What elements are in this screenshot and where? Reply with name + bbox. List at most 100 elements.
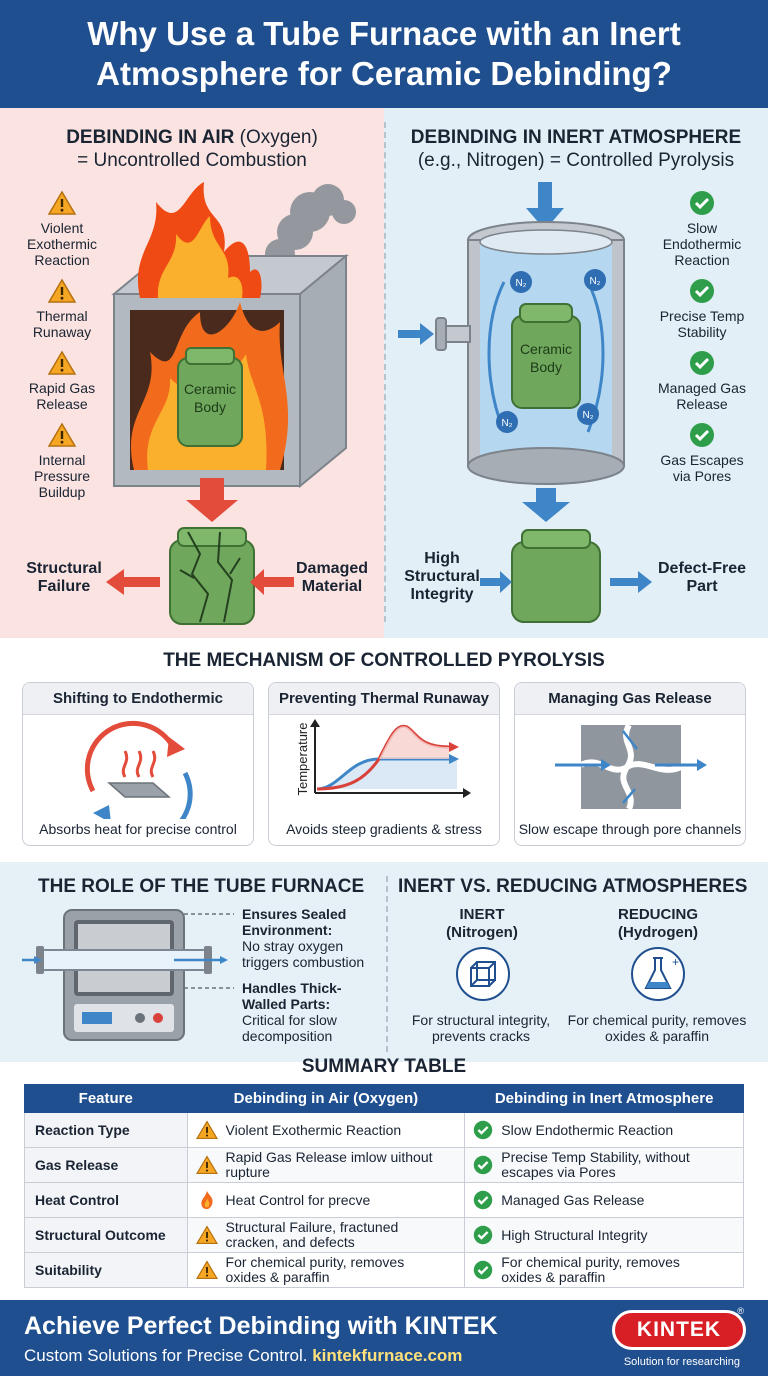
air-outcome-right: Damaged Material	[295, 560, 369, 595]
air-cell: For chemical purity, removes oxides & pa…	[186, 1252, 466, 1288]
summary-title: SUMMARY TABLE	[301, 1056, 467, 1077]
air-panel: DEBINDING IN AIR (Oxygen) = Uncontrolled…	[0, 108, 384, 638]
arrow-right-icon	[398, 323, 434, 345]
heat-absorb-icon	[84, 720, 193, 819]
n2-molecule-icon	[496, 269, 606, 433]
arrow-left-icon	[250, 569, 294, 595]
card-caption: Slow escape through pore channels	[518, 821, 742, 837]
svg-text:+: +	[672, 955, 679, 969]
header-banner: Why Use a Tube Furnace with an Inert Atm…	[0, 0, 768, 108]
check-circle-icon	[690, 191, 714, 215]
registered-mark: ®	[737, 1306, 744, 1316]
column-header: Debinding in Inert Atmosphere	[464, 1084, 744, 1113]
warning-icon	[48, 350, 76, 375]
check-circle-icon	[474, 1225, 493, 1245]
air-body-label-2: Body	[194, 399, 226, 415]
website-link[interactable]: kintekfurnace.com	[312, 1346, 463, 1365]
ceramic-body-icon	[177, 347, 243, 447]
arrow-right-icon	[480, 571, 512, 593]
card-title: Preventing Thermal Runaway	[269, 683, 499, 715]
arrow-down-icon	[526, 182, 564, 230]
arrow-down-icon	[186, 478, 238, 522]
feature-cell: Reaction Type	[24, 1112, 188, 1148]
inert-atmosphere-desc: For structural integrity, prevents crack…	[411, 1012, 551, 1044]
tube-furnace-title: THE ROLE OF THE TUBE FURNACE	[38, 876, 365, 897]
air-cell: Structural Failure, fractuned cracken, a…	[186, 1217, 466, 1253]
warning-icon	[195, 1155, 218, 1175]
inert-title-main: DEBINDING IN INERT ATMOSPHERE	[410, 127, 742, 148]
furnace-atmosphere-section: THE ROLE OF THE TUBE FURNACE Ensures Sea…	[0, 862, 768, 1062]
inert-benefit-item: Precise Temp Stability	[652, 278, 752, 340]
inert-cell: Managed Gas Release	[464, 1182, 744, 1218]
check-circle-icon	[690, 351, 714, 375]
inert-title-rest: = Controlled Pyrolysis	[549, 150, 735, 171]
inert-benefit-list: Slow Endothermic Reaction Precise Temp S…	[652, 190, 752, 494]
inert-outcome-left: High Structural Integrity	[404, 550, 480, 603]
logo-tagline: Solution for researching	[623, 1356, 740, 1368]
furnace-note-thick-walled: Handles Thick-Walled Parts: Critical for…	[242, 980, 342, 1044]
card-caption: Absorbs heat for precise control	[39, 821, 237, 837]
check-circle-icon	[474, 1260, 493, 1280]
inert-cell: Precise Temp Stability, without escapes …	[464, 1147, 744, 1183]
air-panel-title: DEBINDING IN AIR (Oxygen) = Uncontrolled…	[0, 126, 384, 172]
ceramic-body-icon	[511, 303, 581, 409]
check-circle-icon	[690, 423, 714, 447]
inert-panel: DEBINDING IN INERT ATMOSPHERE (e.g., Nit…	[384, 108, 768, 638]
summary-table: Feature Debinding in Air (Oxygen) Debind…	[24, 1084, 744, 1288]
air-outcome-left: Structural Failure	[26, 560, 102, 595]
inert-title-paren: (e.g., Nitrogen)	[417, 150, 545, 171]
inert-cell: For chemical purity, removes oxides & pa…	[464, 1252, 744, 1288]
reducing-atmosphere-desc: For chemical purity, removes oxides & pa…	[567, 1012, 747, 1044]
air-cell: Heat Control for precve	[186, 1182, 466, 1218]
arrow-right-icon	[610, 571, 652, 593]
axis-label-temperature: Temperature	[295, 723, 310, 796]
warning-icon	[195, 1120, 218, 1140]
n2-label: N₂	[501, 418, 512, 429]
air-cell: Rapid Gas Release imlow uithout rupture	[186, 1147, 466, 1183]
inert-outcome-right: Defect-Free Part	[657, 560, 747, 595]
molecule-cube-icon	[456, 947, 510, 1001]
check-circle-icon	[474, 1155, 493, 1175]
section-divider	[386, 876, 388, 1052]
page-title: Why Use a Tube Furnace with an Inert Atm…	[87, 15, 681, 92]
footer-banner: Achieve Perfect Debinding with KINTEK Cu…	[0, 1300, 768, 1376]
mechanism-title: THE MECHANISM OF CONTROLLED PYROLYSIS	[163, 650, 605, 671]
kintek-logo: KINTEK	[612, 1310, 746, 1350]
n2-label: N₂	[515, 278, 526, 289]
air-furnace-illustration: Ceramic Body	[106, 182, 356, 625]
warning-icon	[48, 190, 76, 215]
feature-cell: Gas Release	[24, 1147, 188, 1183]
table-header-row: Feature Debinding in Air (Oxygen) Debind…	[24, 1084, 744, 1113]
air-issue-list: Violent Exothermic Reaction Thermal Runa…	[12, 190, 112, 510]
air-issue-item: Violent Exothermic Reaction	[12, 190, 112, 268]
warning-icon	[48, 422, 76, 447]
inert-panel-title: DEBINDING IN INERT ATMOSPHERE (e.g., Nit…	[384, 126, 768, 172]
check-circle-icon	[690, 279, 714, 303]
pore-channels-icon	[555, 723, 707, 811]
flame-icon	[200, 1190, 213, 1210]
arrow-down-icon	[522, 488, 570, 522]
comparison-section: DEBINDING IN AIR (Oxygen) = Uncontrolled…	[0, 108, 768, 638]
inert-benefit-item: Managed Gas Release	[652, 350, 752, 412]
section-divider	[384, 122, 386, 622]
temperature-graph-icon: Temperature	[295, 719, 471, 798]
air-issue-item: Rapid Gas Release	[12, 350, 112, 412]
tube-furnace-icon	[22, 909, 234, 1041]
warning-icon	[195, 1225, 218, 1245]
check-circle-icon	[474, 1190, 493, 1210]
column-header: Debinding in Air (Oxygen)	[186, 1084, 466, 1113]
air-issue-item: Thermal Runaway	[12, 278, 112, 340]
air-title-line2: = Uncontrolled Combustion	[77, 150, 307, 171]
warning-icon	[195, 1260, 218, 1280]
check-circle-icon	[474, 1120, 493, 1140]
card-title: Managing Gas Release	[515, 683, 745, 715]
mechanism-card-runaway: Preventing Thermal Runaway Temperature A…	[268, 682, 500, 846]
inert-atmosphere-heading: INERT (Nitrogen)	[446, 906, 518, 941]
air-body-label-1: Ceramic	[184, 381, 236, 397]
atmospheres-title: INERT VS. REDUCING ATMOSPHERES	[398, 876, 748, 897]
